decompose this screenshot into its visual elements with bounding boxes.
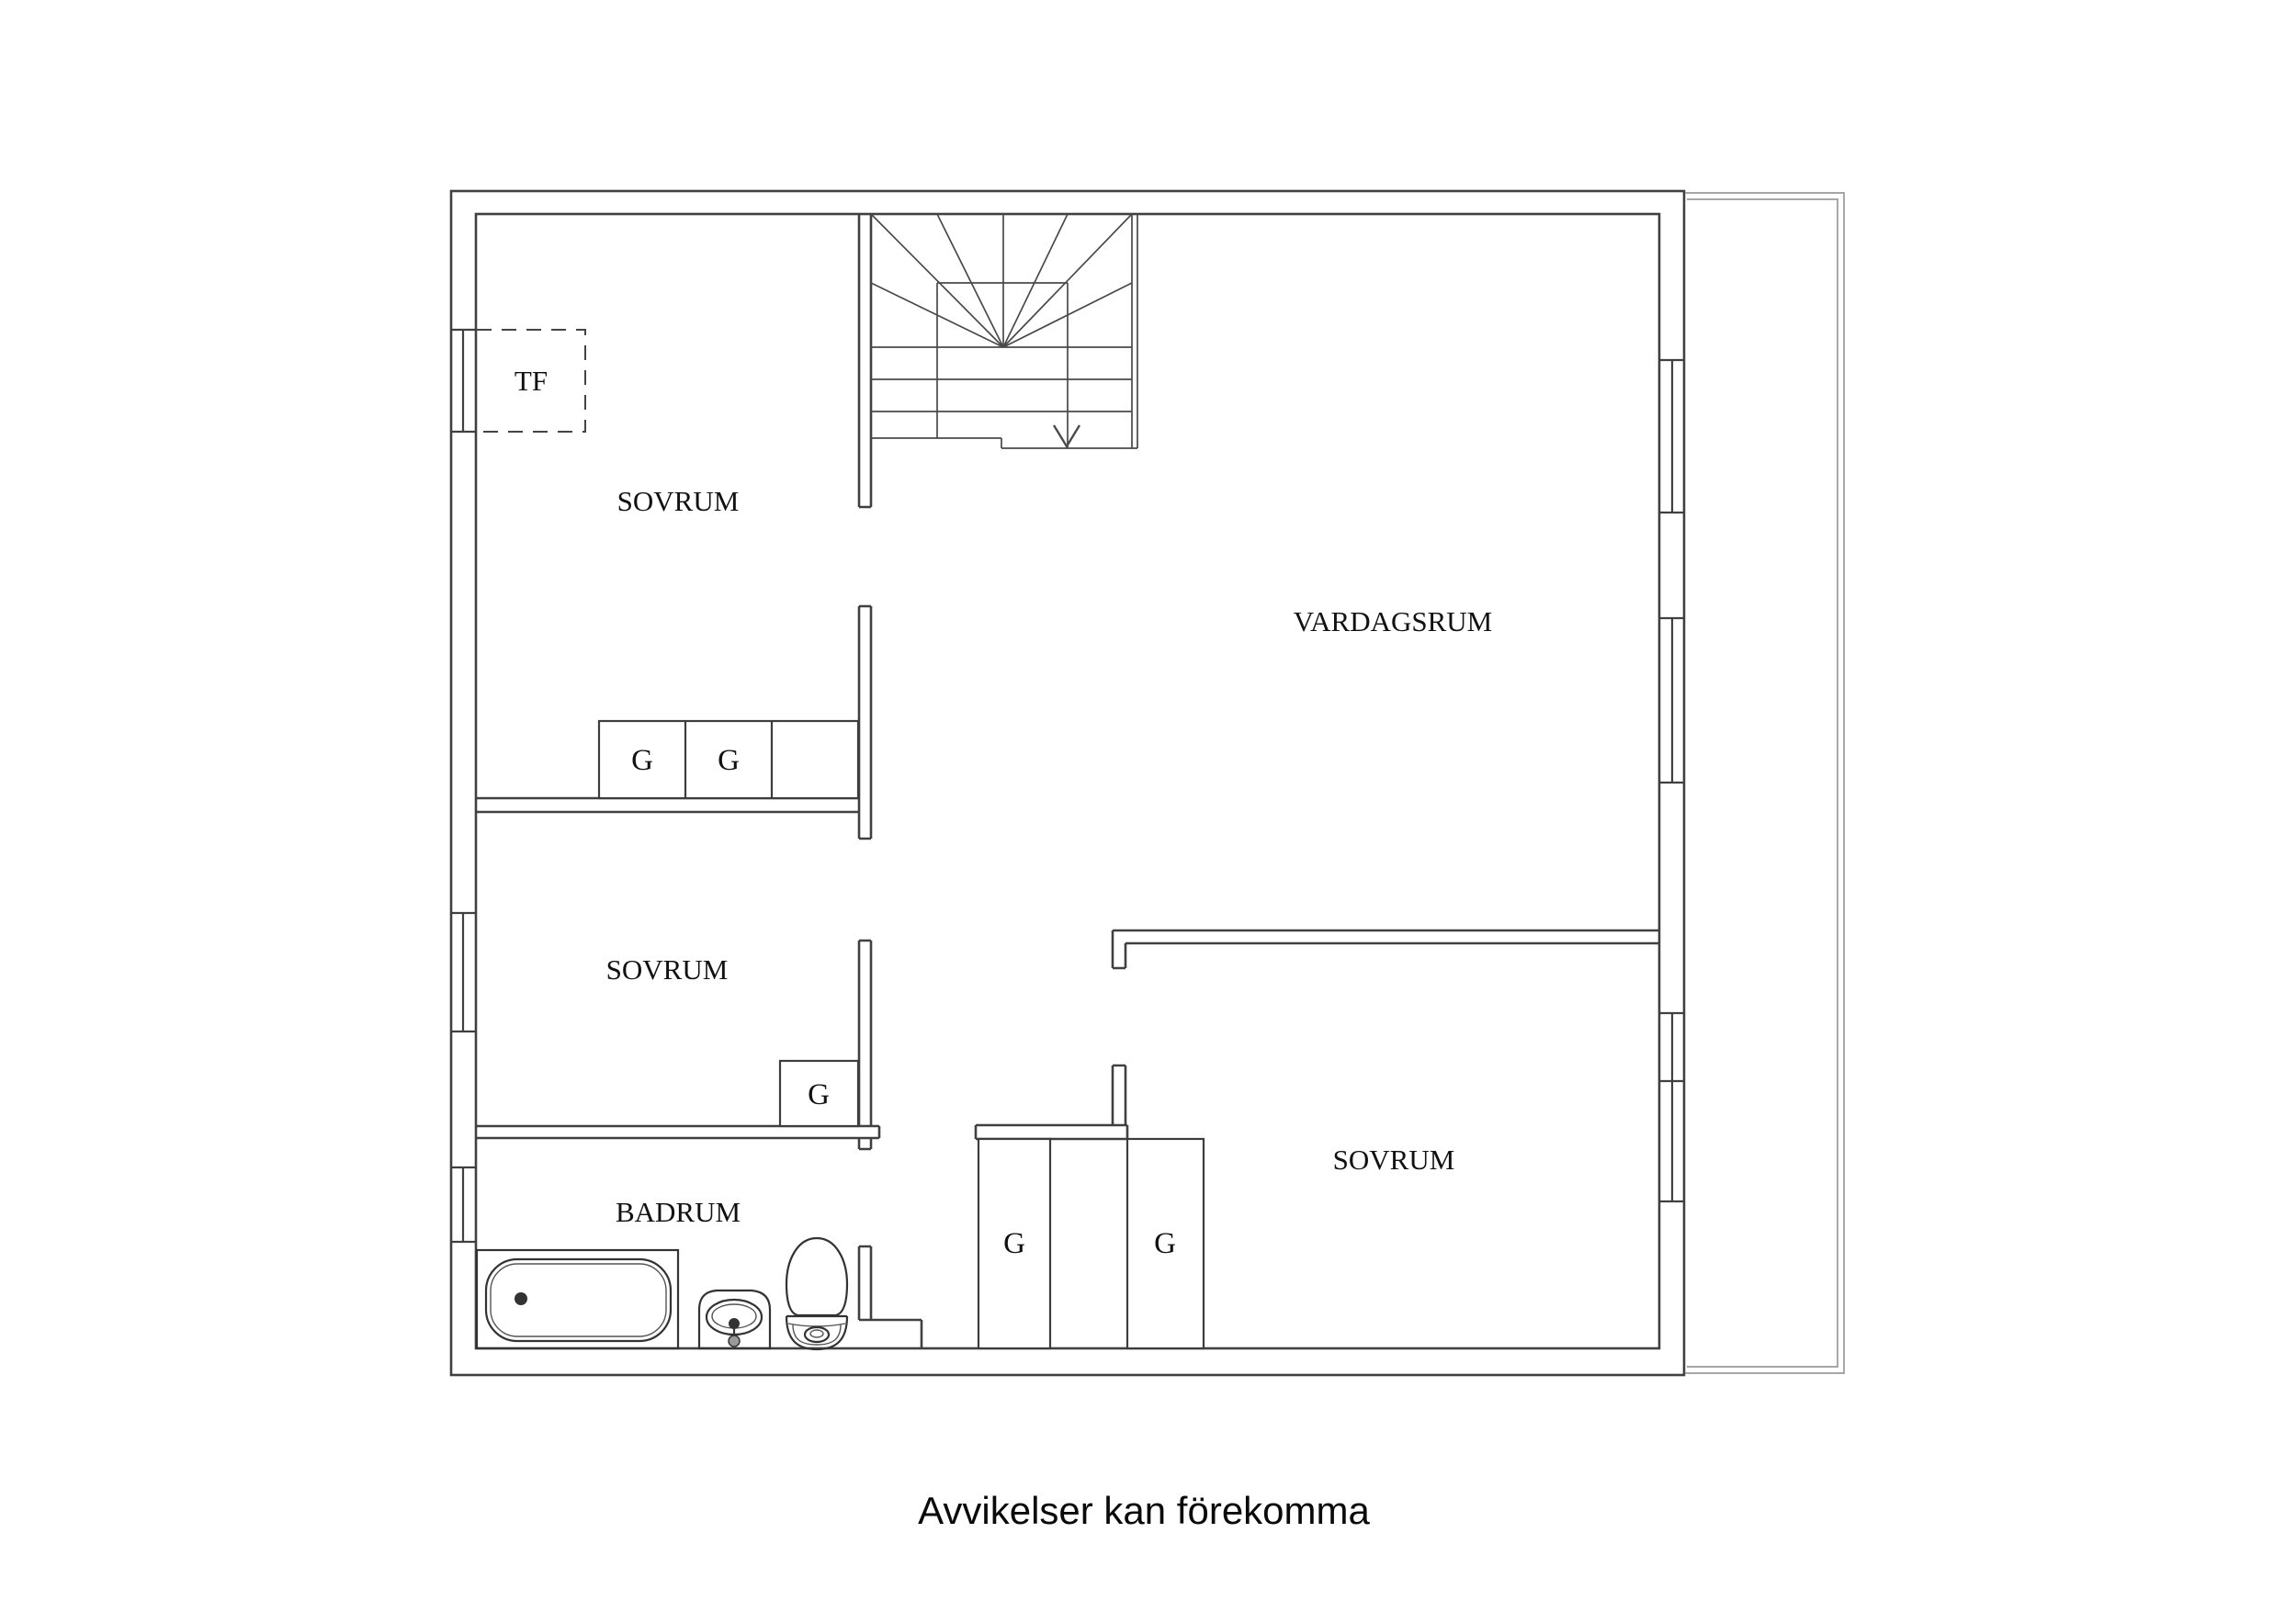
wardrobe-boxes bbox=[597, 719, 1205, 1350]
wardrobe-bottom-right-box bbox=[1125, 1137, 1205, 1350]
terrace-outline bbox=[1685, 192, 1845, 1374]
wardrobe-label-5: G bbox=[1154, 1227, 1176, 1260]
staircase bbox=[870, 213, 1138, 449]
bathtub-icon bbox=[475, 1248, 680, 1350]
wardrobe-label-4: G bbox=[1003, 1227, 1025, 1260]
wardrobe-middle-bedroom-box bbox=[778, 1059, 860, 1128]
wardrobe-label-3: G bbox=[808, 1078, 830, 1111]
wardrobe-label-1: G bbox=[631, 744, 653, 777]
tf-outlet-box bbox=[477, 329, 586, 433]
windows bbox=[451, 328, 1685, 1244]
wardrobe-row bbox=[597, 719, 860, 800]
room-label-bedroom-bottom-right: SOVRUM bbox=[1333, 1144, 1455, 1176]
tf-outlet-label: TF bbox=[515, 365, 548, 397]
wardrobe-bottom-left-box bbox=[977, 1137, 1052, 1350]
sink-icon bbox=[697, 1289, 772, 1350]
room-label-bedroom-top-left: SOVRUM bbox=[617, 485, 740, 517]
wardrobe-label-2: G bbox=[718, 744, 740, 777]
toilet-icon bbox=[785, 1236, 849, 1351]
room-label-living-room: VARDAGSRUM bbox=[1294, 605, 1493, 637]
stair-arrow-icon bbox=[1052, 424, 1081, 449]
footer-disclaimer: Avvikelser kan förekomma bbox=[918, 1489, 1370, 1532]
wardrobe-labels: G G G G G bbox=[631, 744, 1176, 1260]
room-label-bathroom: BADRUM bbox=[616, 1196, 741, 1228]
room-label-bedroom-middle-left: SOVRUM bbox=[606, 953, 729, 986]
room-labels: SOVRUM VARDAGSRUM SOVRUM BADRUM SOVRUM bbox=[606, 485, 1493, 1228]
